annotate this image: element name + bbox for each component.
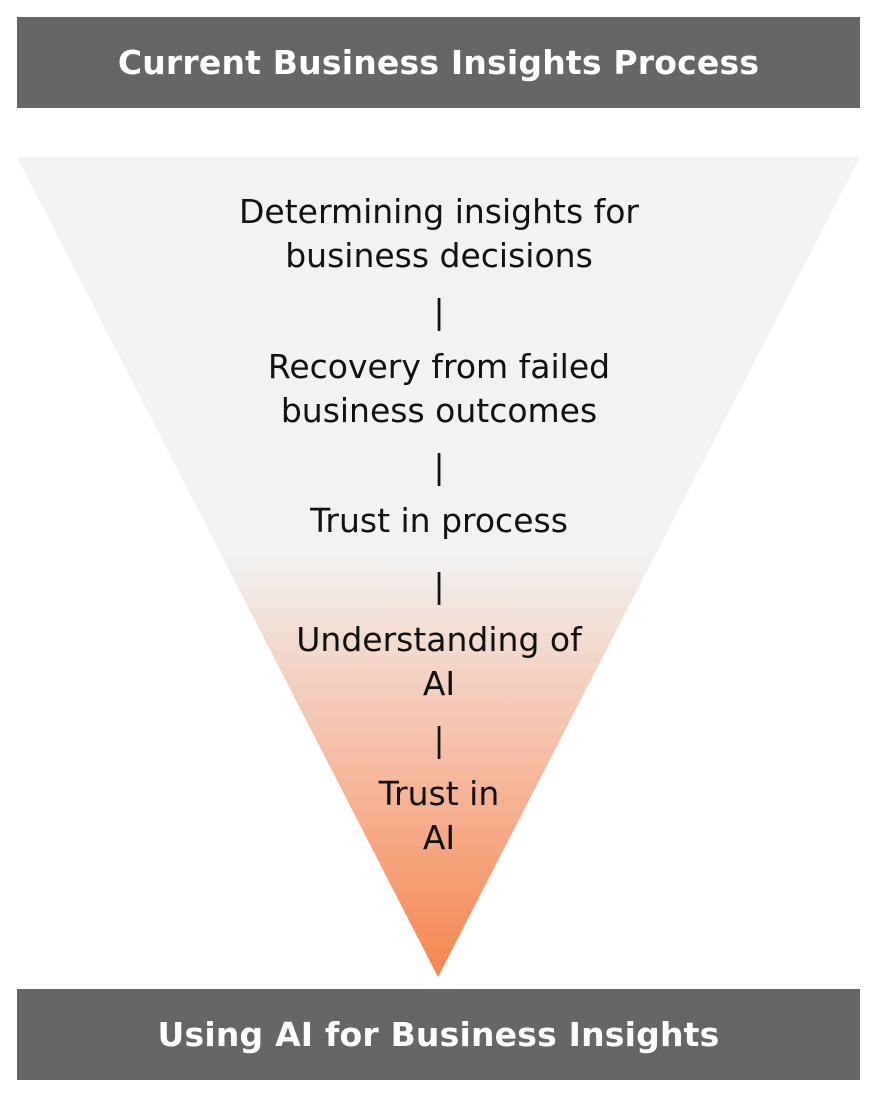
stage-label: Trust in AI bbox=[378, 774, 500, 857]
stage-separator: | bbox=[433, 292, 445, 331]
stage-trust-in-process: Trust in process bbox=[140, 499, 738, 543]
stage-trust-in-ai: Trust in AI bbox=[140, 772, 738, 860]
bottom-banner: Using AI for Business Insights bbox=[17, 989, 860, 1080]
stage-label: Understanding of AI bbox=[296, 620, 582, 703]
stage-label: Trust in process bbox=[310, 501, 568, 540]
stage-label: Determining insights for business decisi… bbox=[239, 192, 639, 275]
stage-separator: | bbox=[433, 720, 445, 759]
stage-understanding-ai: Understanding of AI bbox=[140, 618, 738, 706]
stage-separator: | bbox=[433, 447, 445, 486]
top-banner-title: Current Business Insights Process bbox=[117, 43, 760, 82]
bottom-banner-title: Using AI for Business Insights bbox=[157, 1015, 720, 1054]
stage-separator: | bbox=[433, 566, 445, 605]
stage-determining-insights: Determining insights for business decisi… bbox=[140, 190, 738, 278]
top-banner: Current Business Insights Process bbox=[17, 17, 860, 108]
funnel-triangle bbox=[17, 157, 860, 977]
stage-recovery: Recovery from failed business outcomes bbox=[140, 345, 738, 433]
stage-label: Recovery from failed business outcomes bbox=[267, 347, 611, 430]
